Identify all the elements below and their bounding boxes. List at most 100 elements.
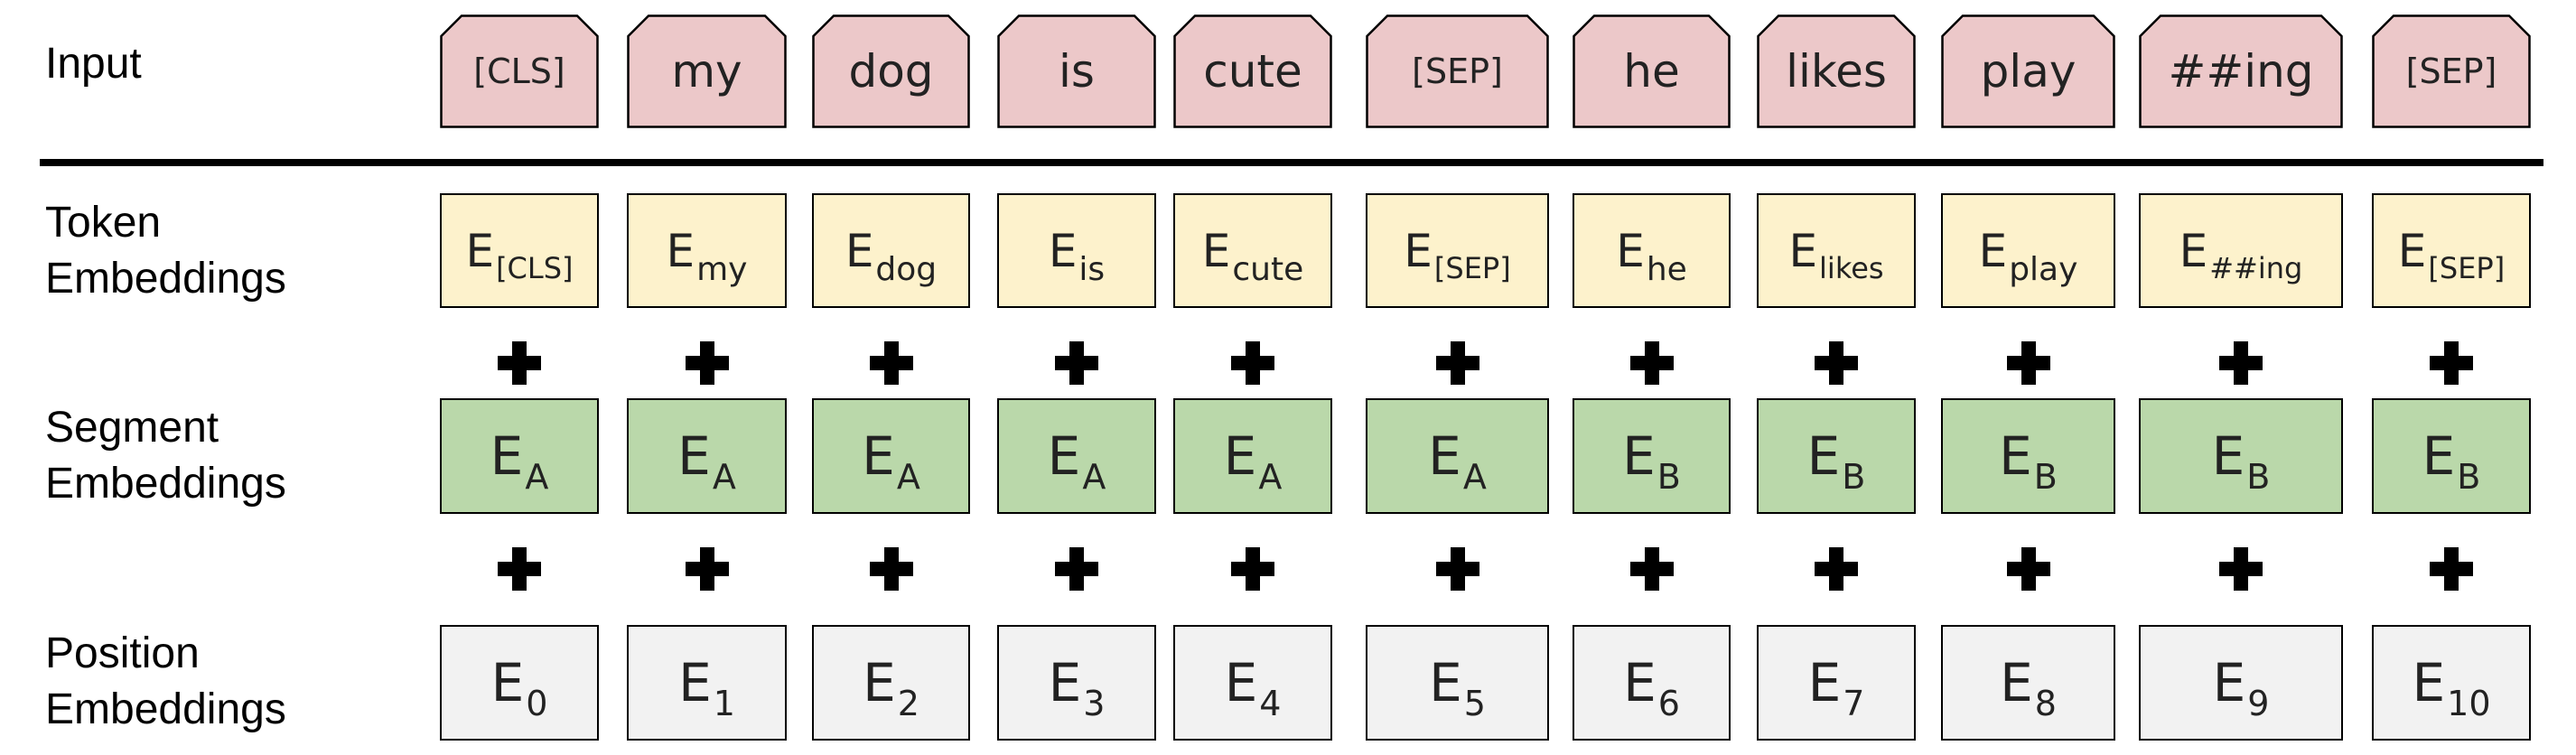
input-token-outline [2139, 14, 2343, 128]
input-token-shape [2372, 14, 2531, 128]
embedding-label: EA [1048, 430, 1106, 494]
embedding-label: Emy [667, 228, 748, 286]
input-token-outline [1573, 14, 1731, 128]
position-embedding-0: E0 [440, 625, 599, 741]
plus-shape [685, 547, 729, 591]
input-token-8: play [1941, 14, 2115, 128]
embedding-subscript: 5 [1463, 683, 1486, 723]
embedding-label: Ecute [1201, 224, 1303, 286]
plus-icon [2430, 341, 2473, 385]
embedding-label: EA [1224, 430, 1283, 494]
embedding-base: E [1616, 224, 1645, 277]
embedding-subscript: B [1842, 456, 1866, 497]
token-embedding-4: Ecute [1173, 193, 1332, 308]
input-token-4: cute [1173, 14, 1332, 128]
plus-shape [498, 547, 541, 591]
input-token-shape [997, 14, 1156, 128]
plus-shape [1629, 341, 1674, 385]
plus-shape [685, 341, 729, 385]
plus-icon [869, 547, 913, 591]
embedding-base: E [1788, 224, 1818, 277]
embedding-base: E [1048, 652, 1082, 713]
input-token-outline [2372, 14, 2531, 128]
embedding-base: E [2179, 224, 2208, 277]
embedding-label: E10 [2412, 657, 2490, 721]
plus-shape [2219, 341, 2263, 385]
row-label-segment-embeddings: Segment Embeddings [45, 404, 286, 508]
input-token-outline [812, 14, 970, 128]
row-label-input: Input [45, 40, 142, 88]
plus-icon [2430, 547, 2473, 591]
embedding-label: Ehe [1616, 224, 1687, 286]
position-embedding-6: E6 [1573, 625, 1731, 741]
segment-embedding-6: EB [1573, 398, 1731, 514]
embedding-subscript: B [1657, 456, 1681, 497]
input-token-shape [1366, 14, 1549, 128]
embedding-label: Elikes [1788, 224, 1883, 283]
embedding-label: EA [1428, 430, 1487, 494]
segment-embedding-10: EB [2372, 398, 2531, 514]
position-embedding-1: E1 [627, 625, 787, 741]
embedding-subscript: A [525, 456, 549, 497]
embedding-subscript: my [696, 250, 748, 288]
embedding-base: E [1623, 652, 1657, 713]
input-divider-line [40, 159, 2543, 166]
embedding-label: E9 [2213, 657, 2270, 721]
embedding-base: E [2000, 652, 2033, 713]
embedding-subscript: 6 [1657, 683, 1680, 723]
plus-icon [1629, 547, 1674, 591]
input-token-text: is [1059, 45, 1095, 98]
embedding-subscript: 0 [526, 683, 548, 723]
input-token-text: play [1980, 45, 2077, 98]
plus-shape [869, 341, 913, 385]
embedding-base: E [1806, 425, 1841, 487]
plus-shape [1815, 341, 1858, 385]
position-embedding-7: E7 [1757, 625, 1916, 741]
embedding-base: E [845, 224, 874, 277]
token-embedding-5: E[SEP] [1366, 193, 1549, 308]
embedding-base: E [1404, 224, 1433, 277]
input-token-10: [SEP] [2372, 14, 2531, 128]
input-token-shape [627, 14, 787, 128]
segment-embedding-7: EB [1757, 398, 1916, 514]
embedding-subscript: he [1646, 250, 1687, 288]
input-token-outline [1366, 14, 1549, 128]
embedding-subscript: 4 [1259, 683, 1282, 723]
embedding-subscript: A [1462, 456, 1487, 497]
embedding-base: E [678, 652, 712, 713]
token-embedding-8: Eplay [1941, 193, 2115, 308]
embedding-base: E [1429, 652, 1462, 713]
embedding-label: E[CLS] [465, 228, 573, 283]
plus-shape [1231, 341, 1274, 385]
embedding-label: E4 [1225, 657, 1282, 721]
token-embedding-7: Elikes [1757, 193, 1916, 308]
embedding-base: E [1224, 652, 1258, 713]
input-token-shape [1757, 14, 1916, 128]
embedding-label: EB [2212, 430, 2271, 494]
embedding-subscript: A [712, 456, 736, 497]
embedding-base: E [1201, 224, 1231, 277]
embedding-base: E [677, 425, 711, 487]
token-embedding-6: Ehe [1573, 193, 1731, 308]
segment-embedding-5: EA [1366, 398, 1549, 514]
plus-icon [2006, 341, 2050, 385]
plus-icon [685, 547, 729, 591]
segment-embedding-3: EA [997, 398, 1156, 514]
token-embedding-0: E[CLS] [440, 193, 599, 308]
position-embedding-5: E5 [1366, 625, 1549, 741]
position-embedding-3: E3 [997, 625, 1156, 741]
embedding-label: EB [1999, 430, 2058, 494]
embedding-label: Edog [845, 224, 937, 286]
embedding-subscript: play [2009, 250, 2078, 288]
plus-icon [1815, 341, 1858, 385]
plus-icon [2219, 341, 2263, 385]
embedding-base: E [2212, 652, 2246, 713]
plus-shape [1629, 547, 1674, 591]
input-token-shape [1941, 14, 2115, 128]
plus-shape [869, 547, 913, 591]
token-embedding-1: Emy [627, 193, 787, 308]
input-token-outline [440, 14, 599, 128]
position-embedding-9: E9 [2139, 625, 2343, 741]
input-token-outline [997, 14, 1156, 128]
input-token-text: dog [848, 45, 934, 98]
